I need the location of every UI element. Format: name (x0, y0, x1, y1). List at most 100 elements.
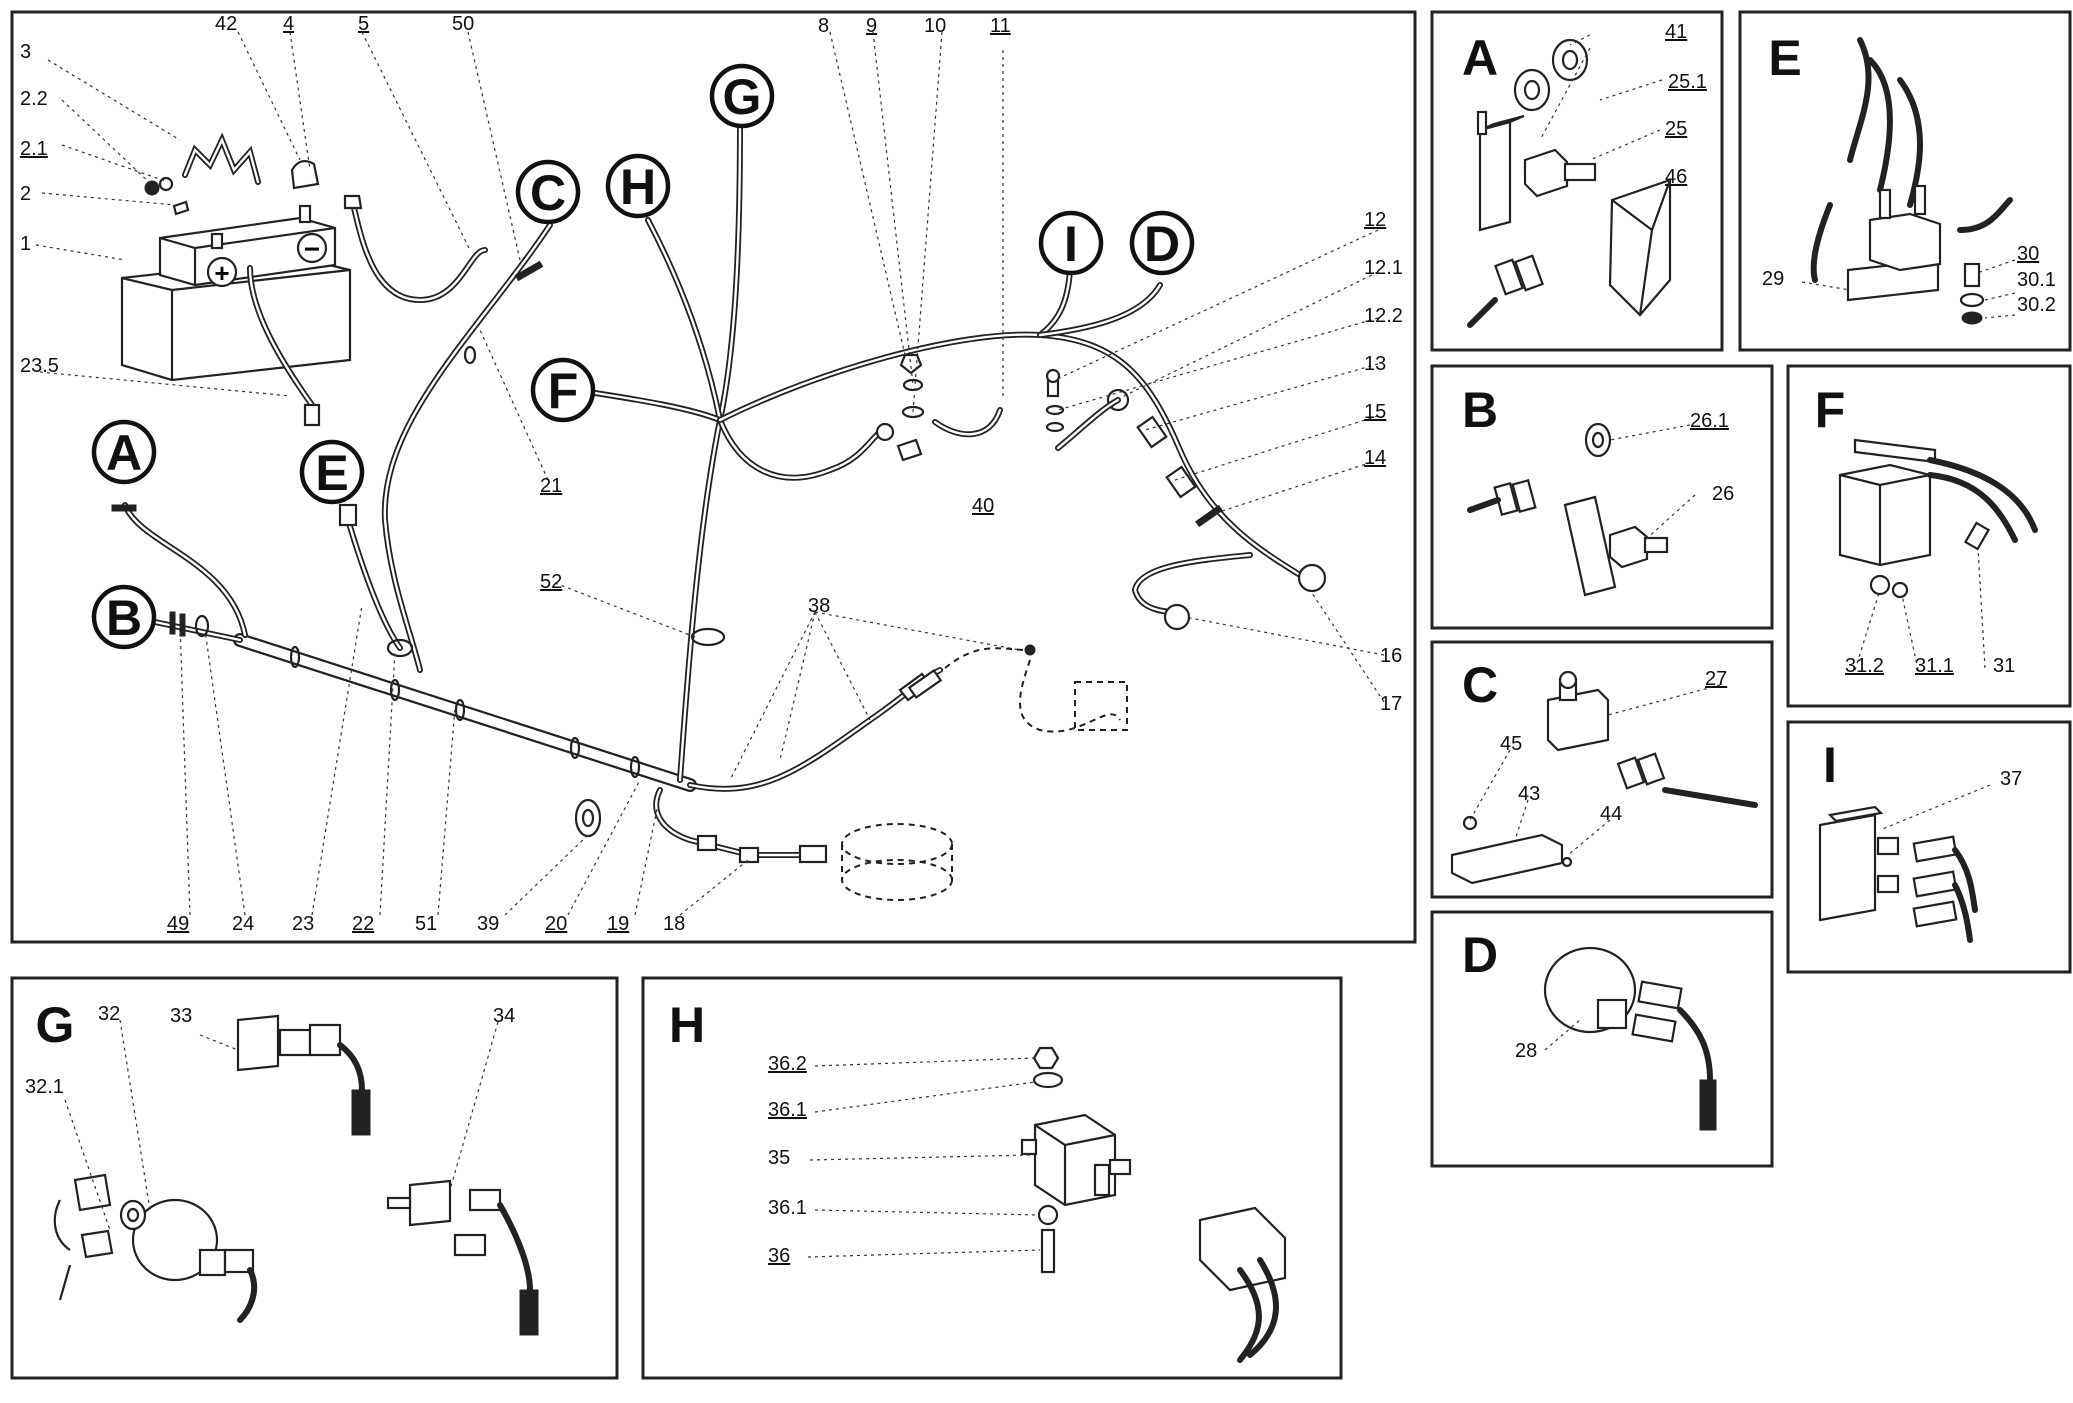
svg-text:19: 19 (607, 913, 629, 935)
svg-text:3: 3 (20, 41, 31, 63)
main-leaders (35, 31, 1385, 916)
svg-text:14: 14 (1364, 447, 1386, 469)
svg-text:10: 10 (924, 15, 946, 37)
svg-text:36.1: 36.1 (768, 1099, 807, 1121)
svg-text:F: F (1815, 382, 1846, 438)
svg-text:27: 27 (1705, 668, 1727, 690)
svg-text:45: 45 (1500, 733, 1522, 755)
svg-text:2.1: 2.1 (20, 138, 48, 160)
callout-E: E (299, 439, 365, 505)
svg-text:49: 49 (167, 913, 189, 935)
svg-text:G: G (36, 997, 75, 1053)
svg-text:36.2: 36.2 (768, 1053, 807, 1075)
callout-B: B (91, 584, 157, 650)
svg-text:46: 46 (1665, 166, 1687, 188)
svg-text:21: 21 (540, 475, 562, 497)
svg-text:30: 30 (2017, 243, 2039, 265)
svg-text:C: C (530, 165, 566, 221)
svg-text:12: 12 (1364, 209, 1386, 231)
panel-I: I 37 (1786, 720, 2072, 974)
svg-text:G: G (723, 69, 762, 125)
svg-text:F: F (548, 363, 579, 419)
callout-C: C (515, 159, 581, 225)
svg-text:51: 51 (415, 913, 437, 935)
panel-E: E 29 30 30.1 30.2 (1738, 10, 2072, 352)
svg-text:A: A (1462, 30, 1498, 86)
main-panel: + − (10, 10, 1417, 944)
svg-text:12.1: 12.1 (1364, 257, 1403, 279)
svg-text:37: 37 (2000, 768, 2022, 790)
svg-text:50: 50 (452, 13, 474, 35)
panel-H: H 36.2 36.1 35 36.1 36 (641, 976, 1343, 1380)
svg-text:26: 26 (1712, 483, 1734, 505)
svg-text:41: 41 (1665, 21, 1687, 43)
svg-text:E: E (315, 445, 348, 501)
svg-text:43: 43 (1518, 783, 1540, 805)
battery: + − (120, 204, 352, 382)
svg-text:22: 22 (352, 913, 374, 935)
callout-A: A (91, 419, 157, 485)
svg-text:23: 23 (292, 913, 314, 935)
svg-text:4: 4 (283, 13, 294, 35)
svg-text:I: I (1823, 737, 1837, 793)
svg-text:29: 29 (1762, 268, 1784, 290)
svg-text:32.1: 32.1 (25, 1076, 64, 1098)
svg-text:32: 32 (98, 1003, 120, 1025)
svg-text:40: 40 (972, 495, 994, 517)
svg-text:18: 18 (663, 913, 685, 935)
svg-text:B: B (1462, 382, 1498, 438)
svg-text:25: 25 (1665, 118, 1687, 140)
svg-text:E: E (1768, 30, 1801, 86)
svg-text:36: 36 (768, 1245, 790, 1267)
svg-text:H: H (669, 997, 705, 1053)
svg-text:A: A (106, 425, 142, 481)
svg-text:D: D (1462, 927, 1498, 983)
svg-text:I: I (1064, 216, 1078, 272)
svg-text:11: 11 (990, 15, 1011, 37)
svg-text:5: 5 (358, 13, 369, 35)
panel-A: A 41 25.1 25 46 (1430, 10, 1724, 352)
callout-G: G (709, 63, 775, 129)
svg-text:31: 31 (1993, 655, 2015, 677)
svg-text:44: 44 (1600, 803, 1622, 825)
svg-text:34: 34 (493, 1005, 515, 1027)
svg-text:D: D (1144, 216, 1180, 272)
callout-F: F (530, 357, 596, 423)
panel-B: B 26.1 26 (1430, 364, 1774, 630)
main-labels: 3 42 4 5 50 2.2 2.1 2 1 23.5 21 52 8 9 1… (20, 13, 1403, 935)
svg-text:35: 35 (768, 1147, 790, 1169)
svg-text:33: 33 (170, 1005, 192, 1027)
svg-text:C: C (1462, 657, 1498, 713)
svg-text:20: 20 (545, 913, 567, 935)
svg-text:31.1: 31.1 (1915, 655, 1954, 677)
svg-text:9: 9 (866, 15, 877, 37)
svg-text:36.1: 36.1 (768, 1197, 807, 1219)
panel-D: D 28 (1430, 910, 1774, 1168)
battery-minus-terminal (296, 232, 328, 264)
callout-D: D (1129, 210, 1195, 276)
svg-text:24: 24 (232, 913, 254, 935)
panel-F: F 31.2 31.1 31 (1786, 364, 2072, 708)
battery-minus-symbol: − (304, 234, 320, 265)
svg-text:42: 42 (215, 13, 237, 35)
svg-text:H: H (620, 159, 656, 215)
svg-text:31.2: 31.2 (1845, 655, 1884, 677)
svg-text:26.1: 26.1 (1690, 410, 1729, 432)
panel-G: G 32 33 32.1 34 (10, 976, 619, 1380)
svg-text:1: 1 (20, 233, 31, 255)
svg-text:2: 2 (20, 183, 31, 205)
svg-text:13: 13 (1364, 353, 1386, 375)
callout-H: H (605, 153, 671, 219)
svg-text:30.1: 30.1 (2017, 269, 2056, 291)
callout-I: I (1038, 210, 1104, 276)
panel-C: C 27 45 43 44 (1430, 640, 1774, 899)
svg-text:23.5: 23.5 (20, 355, 59, 377)
svg-text:16: 16 (1380, 645, 1402, 667)
svg-text:17: 17 (1380, 693, 1402, 715)
svg-text:15: 15 (1364, 401, 1386, 423)
svg-text:8: 8 (818, 15, 829, 37)
svg-text:28: 28 (1515, 1040, 1537, 1062)
battery-plus-terminal (206, 256, 238, 288)
